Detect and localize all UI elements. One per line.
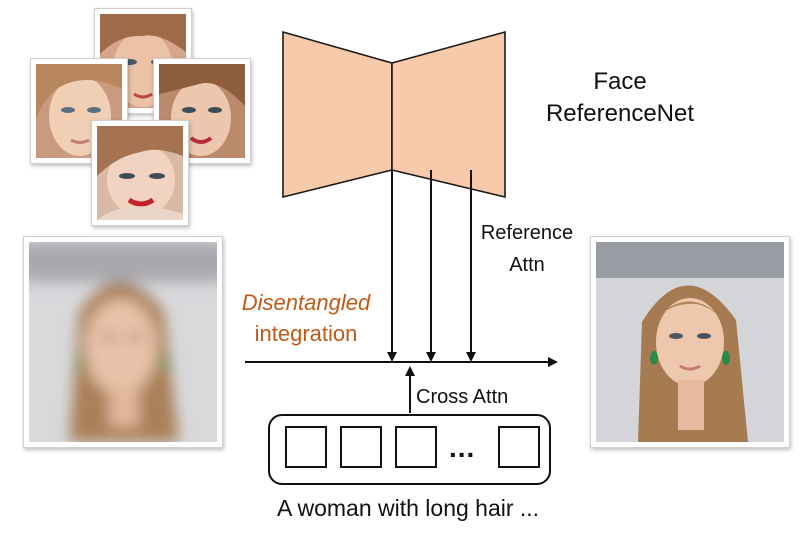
- token-box-4: [498, 426, 540, 468]
- referencenet-decoder: [391, 30, 506, 199]
- generated-output-image: [590, 236, 790, 448]
- token-box-3: [395, 426, 437, 468]
- text-prompt: A woman with long hair ...: [277, 495, 540, 521]
- reference-face-bottom: [91, 120, 189, 226]
- blurred-input-image: [23, 236, 223, 448]
- reference-attn-line1: Reference: [480, 222, 574, 244]
- module-title-line2: ReferenceNet: [545, 100, 695, 127]
- disentangled-label: Disentangled: [241, 290, 371, 315]
- integration-label: integration: [254, 321, 358, 346]
- token-box-1: [285, 426, 327, 468]
- cross-attn-label: Cross Attn: [416, 386, 509, 408]
- referencenet-encoder: [282, 30, 393, 199]
- module-title-line1: Face: [593, 68, 647, 95]
- token-ellipsis: ...: [449, 432, 476, 463]
- token-box-2: [340, 426, 382, 468]
- reference-attn-line2: Attn: [509, 254, 545, 276]
